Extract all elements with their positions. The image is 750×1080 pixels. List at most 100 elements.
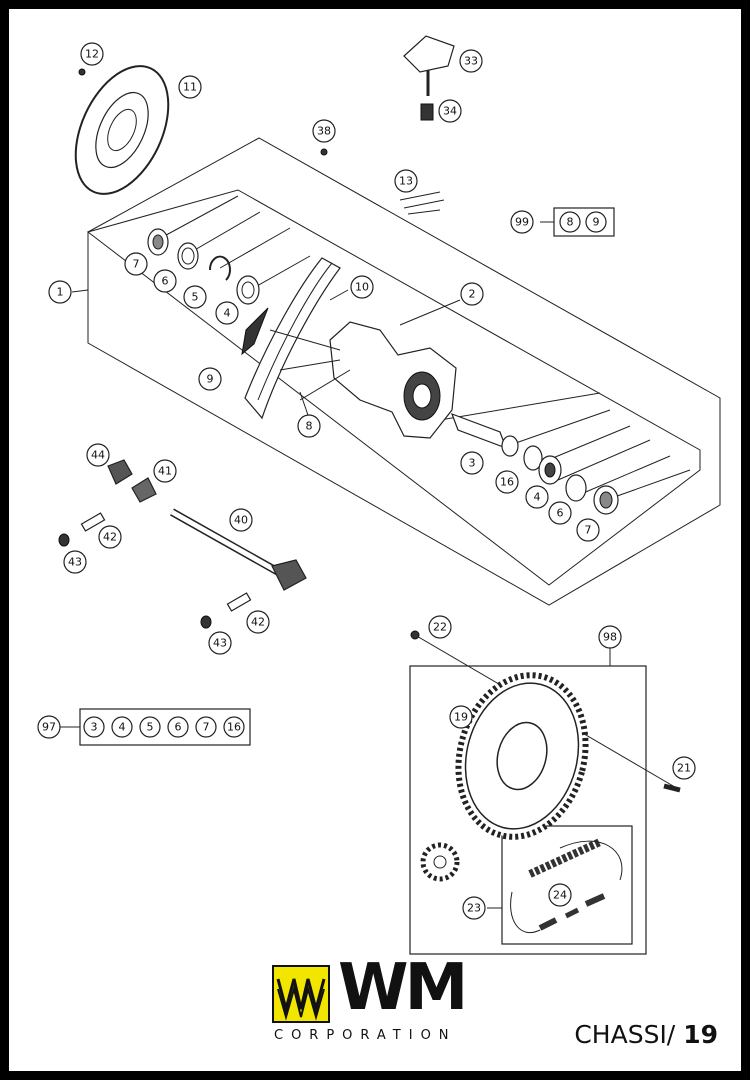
logo-mark [272,965,330,1023]
callout-10: 10 [350,275,374,299]
kit-99: 99 8 9 [510,207,615,237]
svg-text:33: 33 [464,55,478,68]
callout-34: 34 [438,99,462,123]
svg-text:1: 1 [57,286,64,299]
svg-text:6: 6 [175,721,182,734]
callout-7: 7 [124,252,148,276]
chain [510,838,623,933]
rim [244,257,341,420]
callout-6: 6 [548,501,572,525]
callout-9: 9 [198,367,222,391]
svg-text:7: 7 [133,258,140,271]
sprocket-kit-box [409,665,647,955]
callout-12: 12 [80,42,104,66]
svg-text:6: 6 [557,507,564,520]
callout-19: 19 [449,705,473,729]
kit-97: 97 3 4 5 6 7 16 [37,708,251,746]
svg-text:23: 23 [467,902,481,915]
callout-42: 42 [246,610,270,634]
axle [58,459,307,629]
callout-13: 13 [394,169,418,193]
hub [269,321,457,439]
logo-subtitle: CORPORATION [274,1028,457,1043]
callout-42: 42 [98,525,122,549]
callout-23: 23 [462,896,486,920]
diagram-sheet [9,9,741,1071]
right-bearings [450,412,619,515]
callout-6: 6 [153,269,177,293]
spokes [399,191,445,215]
svg-text:5: 5 [147,721,154,734]
svg-text:9: 9 [207,373,214,386]
svg-text:2: 2 [469,288,476,301]
callout-24: 24 [548,883,572,907]
svg-text:43: 43 [213,637,227,650]
svg-text:21: 21 [677,762,691,775]
svg-text:4: 4 [534,491,541,504]
svg-text:8: 8 [306,420,313,433]
sprocket-nut [410,630,420,640]
svg-text:9: 9 [593,216,600,229]
callout-16: 16 [495,470,519,494]
callout-4: 4 [215,301,239,325]
logo-wordmark: WM [338,951,468,1025]
svg-text:42: 42 [103,531,117,544]
callout-38: 38 [312,119,336,143]
svg-text:11: 11 [183,81,197,94]
svg-text:22: 22 [433,621,447,634]
svg-text:4: 4 [224,307,231,320]
svg-text:40: 40 [234,514,248,527]
callout-22: 22 [428,615,452,639]
svg-text:12: 12 [85,48,99,61]
section-name: CHASSI/ [574,1020,676,1049]
callout-43: 43 [63,550,87,574]
wheel-assembly-frame [87,137,721,606]
svg-text:98: 98 [603,631,617,644]
callout-3: 3 [460,451,484,475]
svg-text:16: 16 [227,721,241,734]
svg-text:6: 6 [162,275,169,288]
callout-2: 2 [460,282,484,306]
page-number: 19 [683,1020,718,1049]
front-sprocket [420,842,460,882]
svg-text:3: 3 [91,721,98,734]
callout-8: 8 [297,414,321,438]
svg-text:99: 99 [515,216,529,229]
callout-40: 40 [229,508,253,532]
callout-11: 11 [178,75,202,99]
left-bearings [147,228,260,305]
svg-text:38: 38 [317,125,331,138]
leader-lines [60,195,691,909]
rear-sprocket [455,672,589,840]
chain-kit-box [501,825,633,945]
svg-text:5: 5 [192,291,199,304]
rotation-arrow [241,307,269,356]
svg-text:97: 97 [42,721,56,734]
svg-text:13: 13 [399,175,413,188]
callout-98: 98 [598,625,622,649]
wm-corporation-logo: WM CORPORATION [272,956,482,1052]
svg-text:41: 41 [158,465,172,478]
svg-text:44: 44 [91,449,105,462]
callout-43: 43 [208,631,232,655]
chain-guide-part [403,35,455,121]
svg-text:10: 10 [355,281,369,294]
valve-cap [320,148,328,156]
callout-7: 7 [576,518,600,542]
brake-disc [74,65,170,195]
svg-text:43: 43 [68,556,82,569]
callout-44: 44 [86,443,110,467]
svg-text:24: 24 [553,889,567,902]
callout-41: 41 [153,459,177,483]
svg-text:4: 4 [119,721,126,734]
sprocket-bolt [663,783,681,793]
wheel-assembly-inner-frame [86,189,701,586]
page-label: CHASSI/ 19 [574,1020,718,1049]
disc-bolt [78,68,86,76]
svg-text:7: 7 [585,524,592,537]
svg-text:16: 16 [500,476,514,489]
svg-text:19: 19 [454,711,468,724]
callout-33: 33 [459,49,483,73]
callout-21: 21 [672,756,696,780]
